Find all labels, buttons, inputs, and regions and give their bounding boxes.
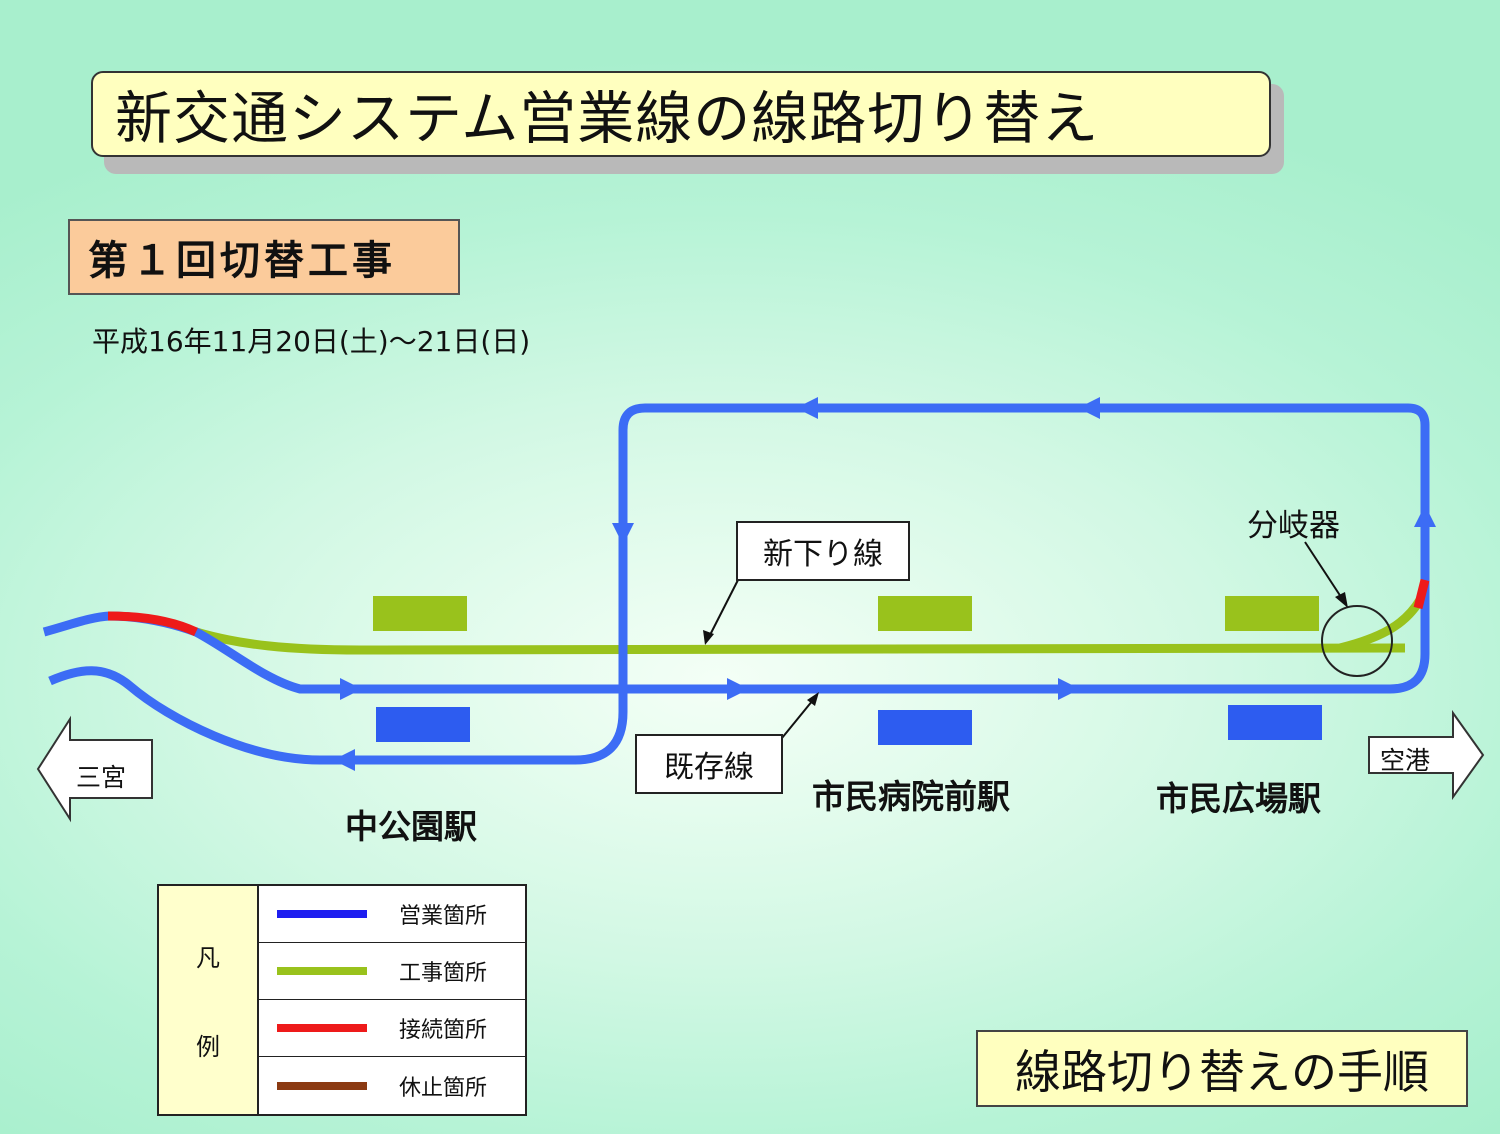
station-shimin-hiroba: 市民広場駅 — [1156, 779, 1321, 818]
existing-line-label: 既存線 — [635, 734, 783, 794]
legend-row-operating: 営業箇所 — [257, 886, 525, 943]
track-arrow-right-3 — [1058, 678, 1080, 700]
platform-green-shimin-hiroba — [1225, 596, 1319, 631]
connection-segment-right — [1413, 578, 1430, 610]
legend-swatch-construction — [277, 967, 367, 975]
legend-label-operating: 営業箇所 — [399, 904, 488, 929]
legend-label-construction: 工事箇所 — [399, 961, 488, 986]
platform-blue-naka-koen — [376, 707, 470, 742]
pointer-existing-line-head — [807, 692, 819, 706]
platform-blue-shimin-byoin — [878, 710, 972, 745]
junction-label: 分岐器 — [1247, 508, 1340, 544]
legend-label-suspended: 休止箇所 — [399, 1076, 488, 1101]
direction-arrow-airport — [1368, 709, 1485, 801]
track-arrow-left-top-2 — [1078, 397, 1100, 419]
legend-swatch-connection — [277, 1024, 367, 1032]
new-down-line-label: 新下り線 — [736, 521, 910, 581]
track-arrow-right-2 — [727, 678, 749, 700]
legend-rows: 営業箇所 工事箇所 接続箇所 休止箇所 — [257, 886, 525, 1114]
platform-blue-shimin-hiroba — [1228, 705, 1322, 740]
legend-row-connection: 接続箇所 — [257, 1000, 525, 1057]
direction-arrow-sannomiya — [36, 715, 153, 823]
direction-label-sannomiya: 三宮 — [76, 763, 127, 792]
junction-circle — [1321, 605, 1393, 677]
legend: 凡 例 営業箇所 工事箇所 接続箇所 休止箇所 — [157, 884, 527, 1116]
pointer-junction-head — [1335, 592, 1348, 608]
track-arrow-left-bottom — [333, 749, 355, 771]
track-arrow-down — [612, 523, 634, 545]
legend-swatch-operating — [277, 910, 367, 918]
legend-swatch-suspended — [277, 1082, 367, 1090]
pointer-junction — [1304, 541, 1344, 601]
station-naka-koen: 中公園駅 — [345, 807, 477, 846]
pointer-existing-line — [781, 699, 814, 739]
track-arrow-right-1 — [340, 678, 362, 700]
legend-label-connection: 接続箇所 — [399, 1018, 488, 1043]
construction-phase-label: 第１回切替工事 — [68, 219, 460, 295]
legend-heading-top: 凡 — [196, 944, 220, 972]
procedure-label: 線路切り替えの手順 — [976, 1030, 1468, 1107]
legend-heading-bottom: 例 — [196, 1033, 220, 1061]
legend-row-suspended: 休止箇所 — [257, 1057, 525, 1115]
page-title: 新交通システム営業線の線路切り替え — [91, 71, 1271, 157]
legend-heading: 凡 例 — [159, 886, 259, 1114]
new-down-line-track — [194, 627, 1406, 655]
legend-row-construction: 工事箇所 — [257, 943, 525, 1000]
pointer-new-down-line-head — [703, 630, 714, 645]
station-shimin-byoin: 市民病院前駅 — [812, 777, 1010, 816]
track-arrow-left-top-1 — [796, 397, 818, 419]
connection-segment-left — [107, 611, 198, 637]
existing-line-track-upper — [42, 403, 1430, 765]
platform-green-shimin-byoin — [878, 596, 972, 631]
construction-date: 平成16年11月20日(土)～21日(日) — [92, 325, 531, 358]
pointer-new-down-line — [709, 579, 739, 636]
track-arrow-up — [1414, 505, 1436, 527]
direction-label-airport: 空港 — [1380, 746, 1431, 775]
platform-green-naka-koen — [373, 596, 467, 631]
